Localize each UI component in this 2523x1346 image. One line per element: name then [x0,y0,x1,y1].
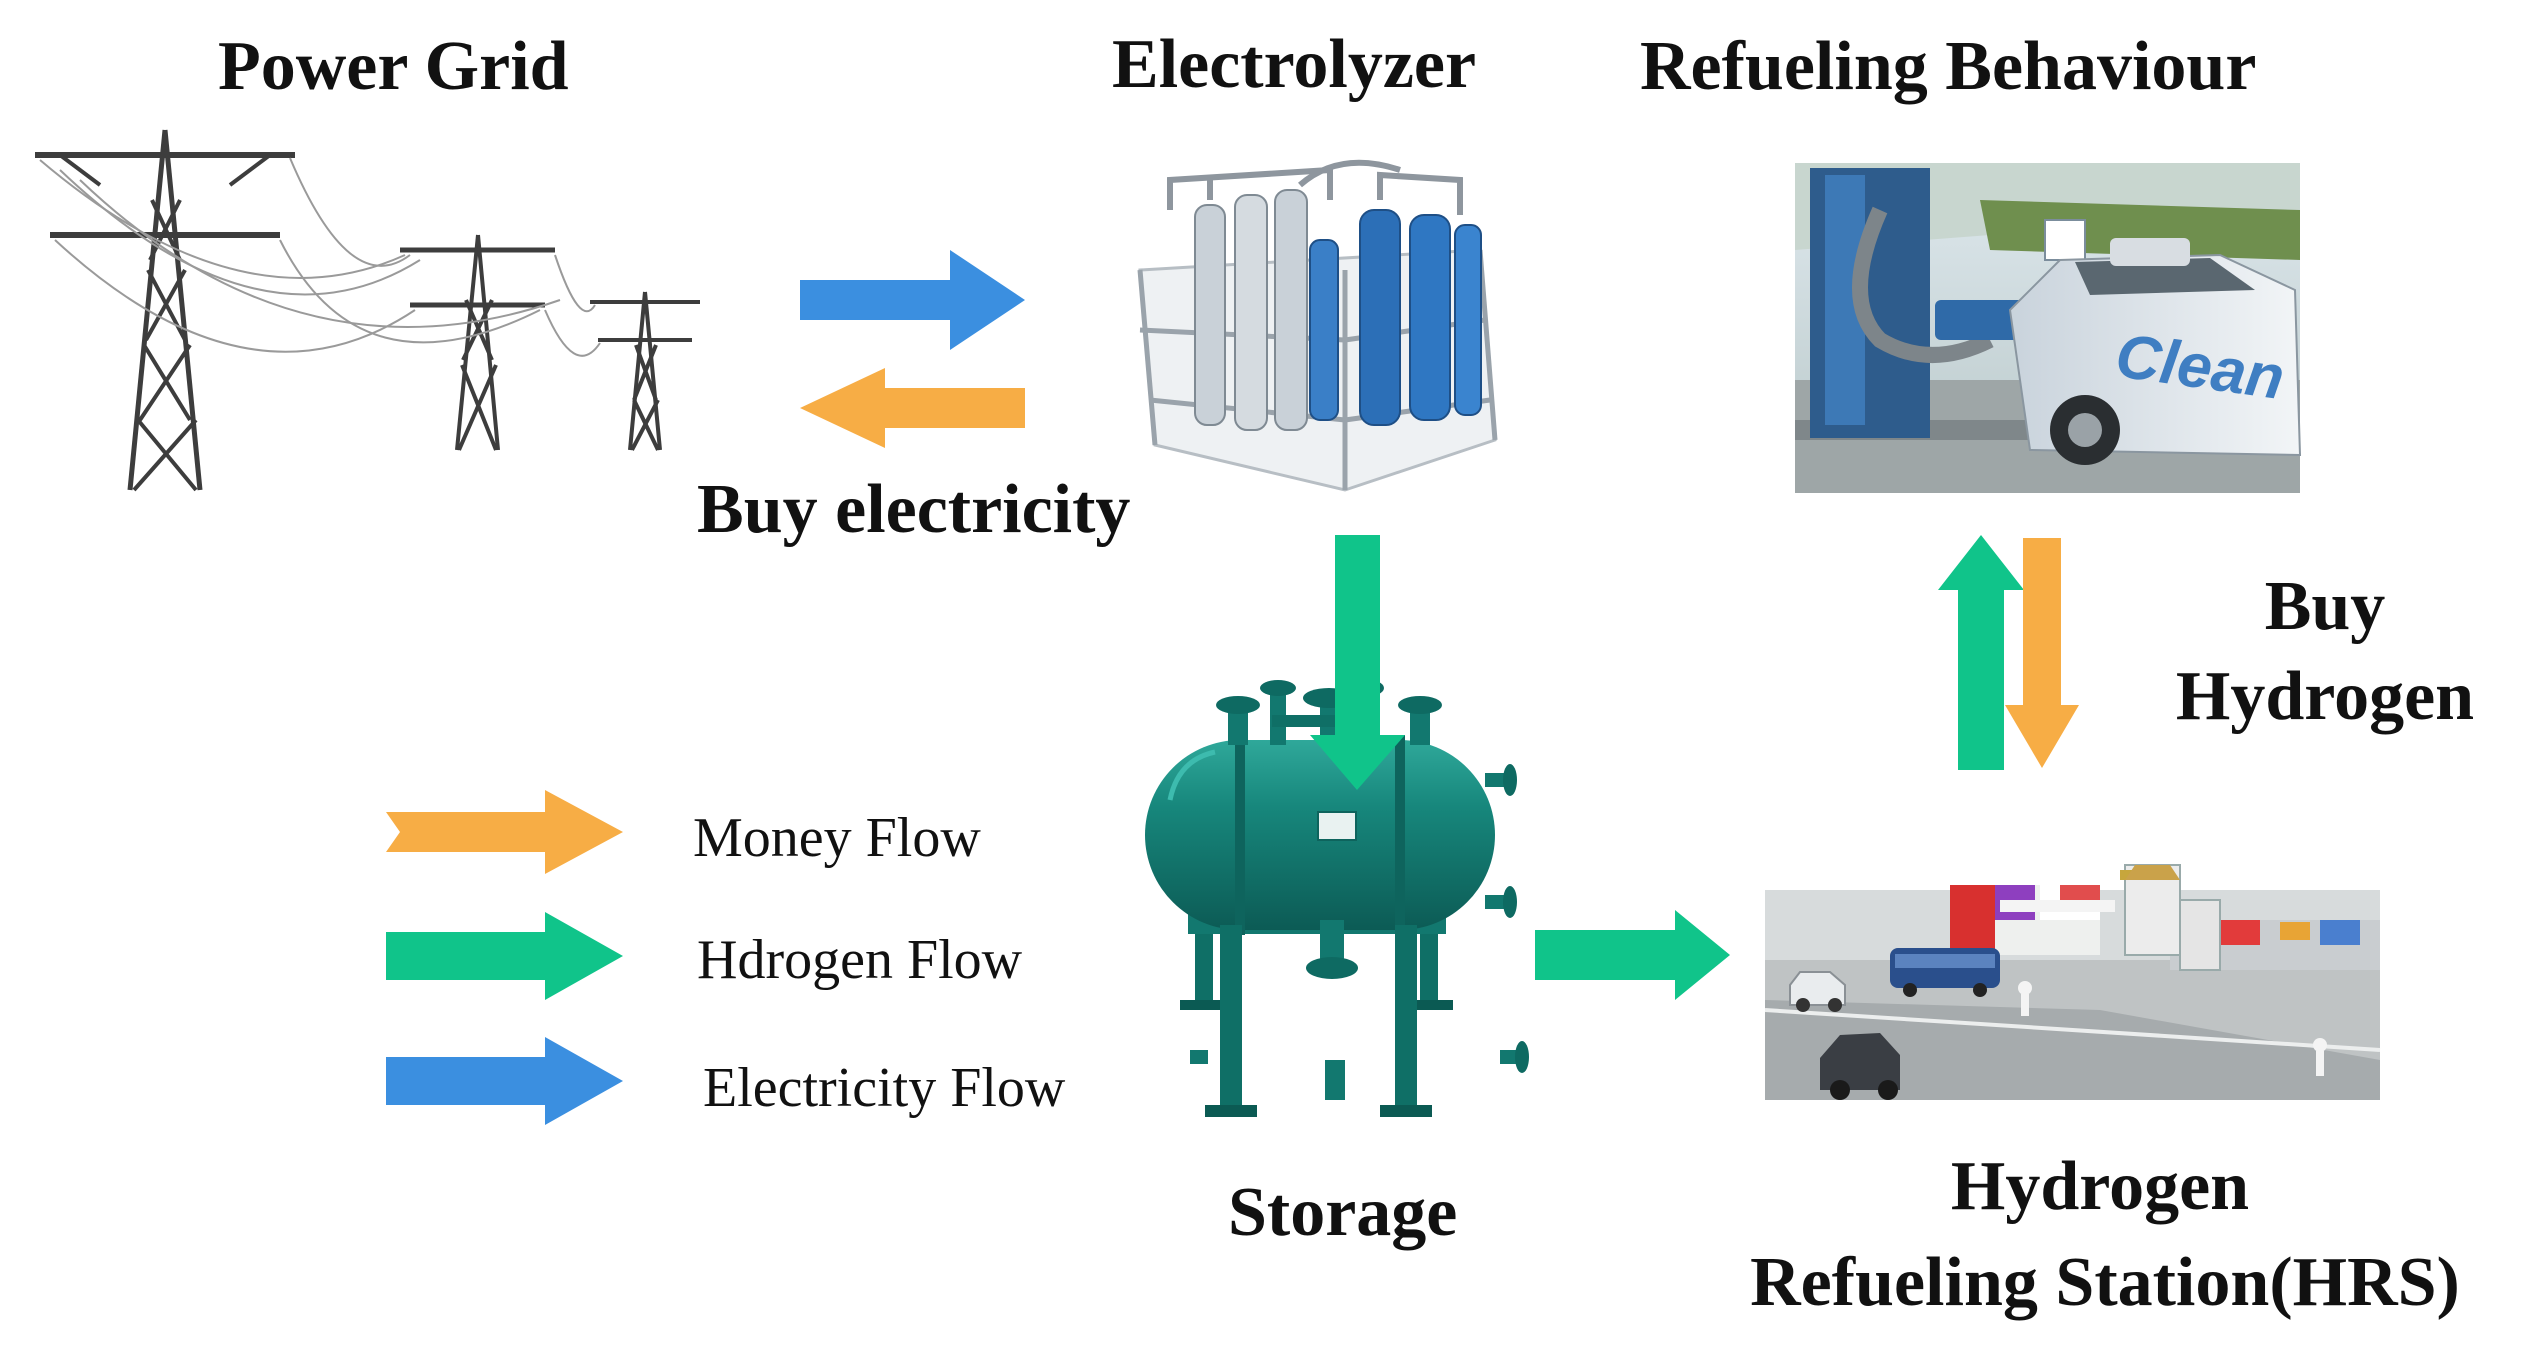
hydrogen-refueling-station-image [1764,864,2381,1100]
legend-electricity-arrow [386,1037,623,1125]
label-buy-hydrogen-line1: Buy [2264,568,2386,645]
arrow-electricity-grid-to-electrolyzer [800,250,1025,350]
title-storage: Storage [1228,1174,1458,1251]
title-hrs-line2: Refueling Station(HRS) [1750,1244,2460,1321]
refueling-photo: Clean [1795,163,2302,493]
title-electrolyzer: Electrolyzer [1112,26,1477,103]
arrow-hydrogen-storage-to-hrs [1535,910,1730,1000]
legend-electricity-label: Electricity Flow [703,1057,1066,1119]
label-buy-electricity: Buy electricity [697,471,1131,548]
title-power-grid: Power Grid [218,28,569,105]
pylon-medium [400,234,555,451]
legend-money-arrow [386,790,623,874]
title-refueling-behaviour: Refueling Behaviour [1640,28,2257,105]
pylon-large [35,129,295,492]
pylon-small [590,291,700,451]
title-hrs-line1: Hydrogen [1950,1148,2250,1225]
legend-money-label: Money Flow [693,807,981,869]
arrow-hydrogen-electrolyzer-to-storage [1310,535,1405,790]
power-grid-pylons-image [35,129,700,492]
electrolyzer-image [1137,159,1498,492]
legend-hydrogen-label: Hdrogen Flow [697,929,1023,991]
legend-hydrogen-arrow [386,912,623,1000]
arrow-hydrogen-hrs-to-vehicle [1938,535,2024,770]
label-buy-hydrogen-line2: Hydrogen [2175,658,2475,735]
arrow-money-electrolyzer-to-grid [800,368,1025,448]
storage-tank-image [1145,679,1529,1117]
arrow-money-vehicle-to-hrs [2005,538,2079,768]
